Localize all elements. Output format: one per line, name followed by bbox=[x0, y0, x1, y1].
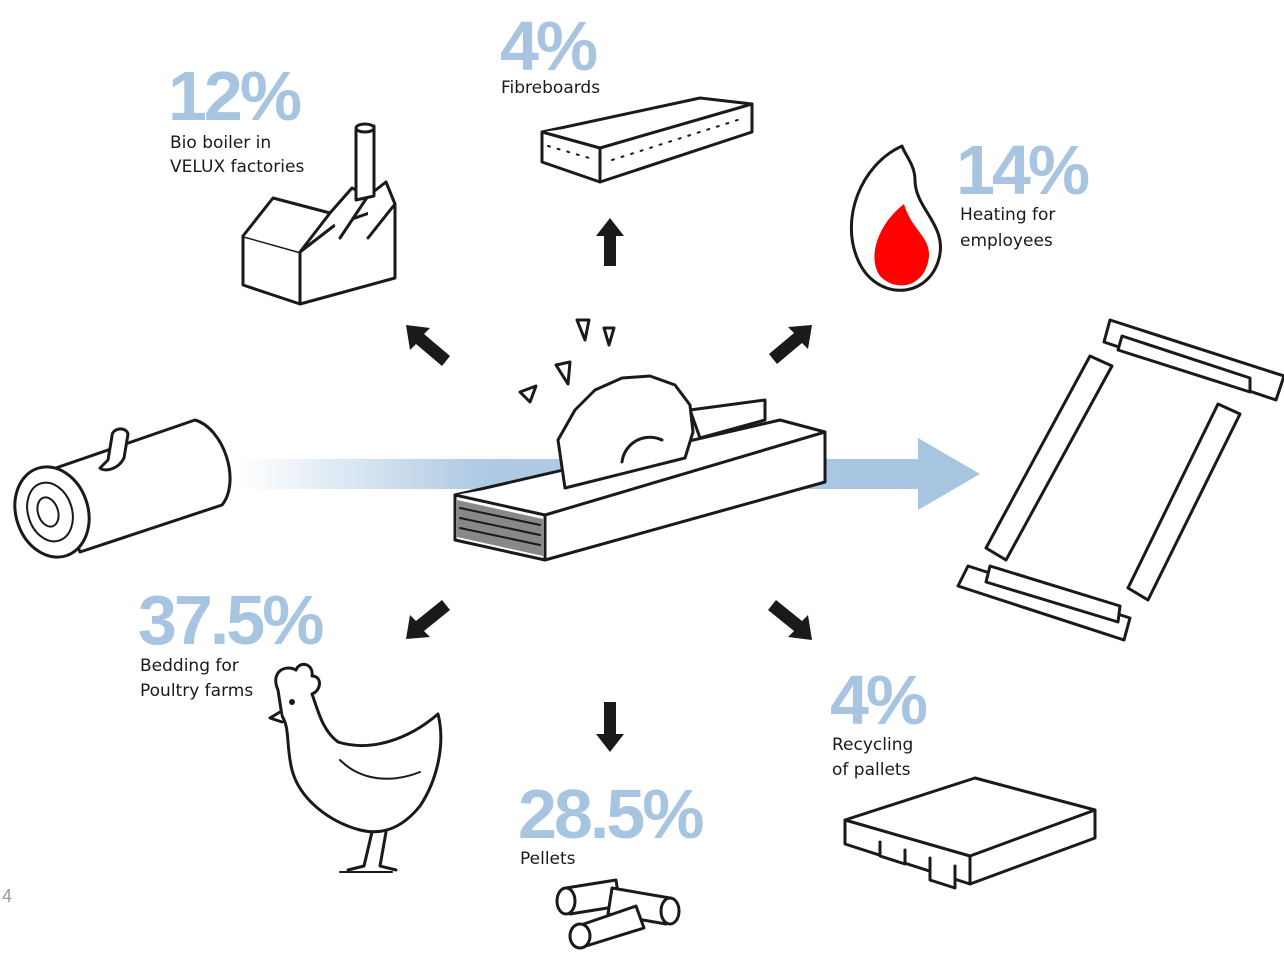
arrow-to-flame bbox=[769, 325, 812, 364]
page-number: 4 bbox=[2, 886, 12, 906]
label-heating-line2: employees bbox=[960, 231, 1053, 251]
output-bio-boiler: 12% Bio boiler in VELUX factories bbox=[168, 57, 304, 177]
percent-fibreboards: 4% bbox=[500, 7, 597, 85]
label-pallets-line2: of pallets bbox=[832, 760, 911, 780]
arrow-to-fibreboards bbox=[596, 218, 624, 266]
window-frame-icon bbox=[958, 320, 1284, 640]
label-pallets-line1: Recycling bbox=[832, 735, 913, 755]
output-heating: 14% Heating for employees bbox=[956, 131, 1089, 251]
pallet-icon bbox=[845, 778, 1095, 888]
pellets-icon bbox=[557, 880, 679, 948]
flame-icon bbox=[851, 146, 940, 290]
arrow-to-pallet bbox=[768, 600, 812, 640]
label-bio-boiler-line2: VELUX factories bbox=[170, 157, 304, 177]
arrow-to-chicken bbox=[406, 600, 450, 639]
percent-pellets: 28.5% bbox=[518, 775, 703, 853]
chicken-icon bbox=[270, 664, 441, 872]
percent-bedding: 37.5% bbox=[138, 581, 323, 659]
label-bedding-line2: Poultry farms bbox=[140, 681, 253, 701]
label-bedding-line1: Bedding for bbox=[140, 656, 239, 676]
label-heating-line1: Heating for bbox=[960, 205, 1055, 225]
arrow-to-pellets bbox=[596, 702, 624, 752]
label-pellets: Pellets bbox=[520, 849, 576, 869]
saw-icon bbox=[455, 320, 825, 560]
percent-pallets: 4% bbox=[830, 661, 927, 739]
output-fibreboards: 4% Fibreboards bbox=[500, 7, 600, 98]
log-icon bbox=[4, 420, 230, 567]
output-pellets: 28.5% Pellets bbox=[518, 775, 703, 869]
label-bio-boiler-line1: Bio boiler in bbox=[170, 133, 271, 153]
fibreboard-icon bbox=[542, 98, 752, 182]
percent-heating: 14% bbox=[956, 131, 1089, 209]
percent-bio-boiler: 12% bbox=[168, 57, 301, 135]
label-fibreboards: Fibreboards bbox=[501, 78, 600, 98]
output-pallets: 4% Recycling of pallets bbox=[830, 661, 927, 780]
arrow-to-factory bbox=[406, 325, 450, 366]
